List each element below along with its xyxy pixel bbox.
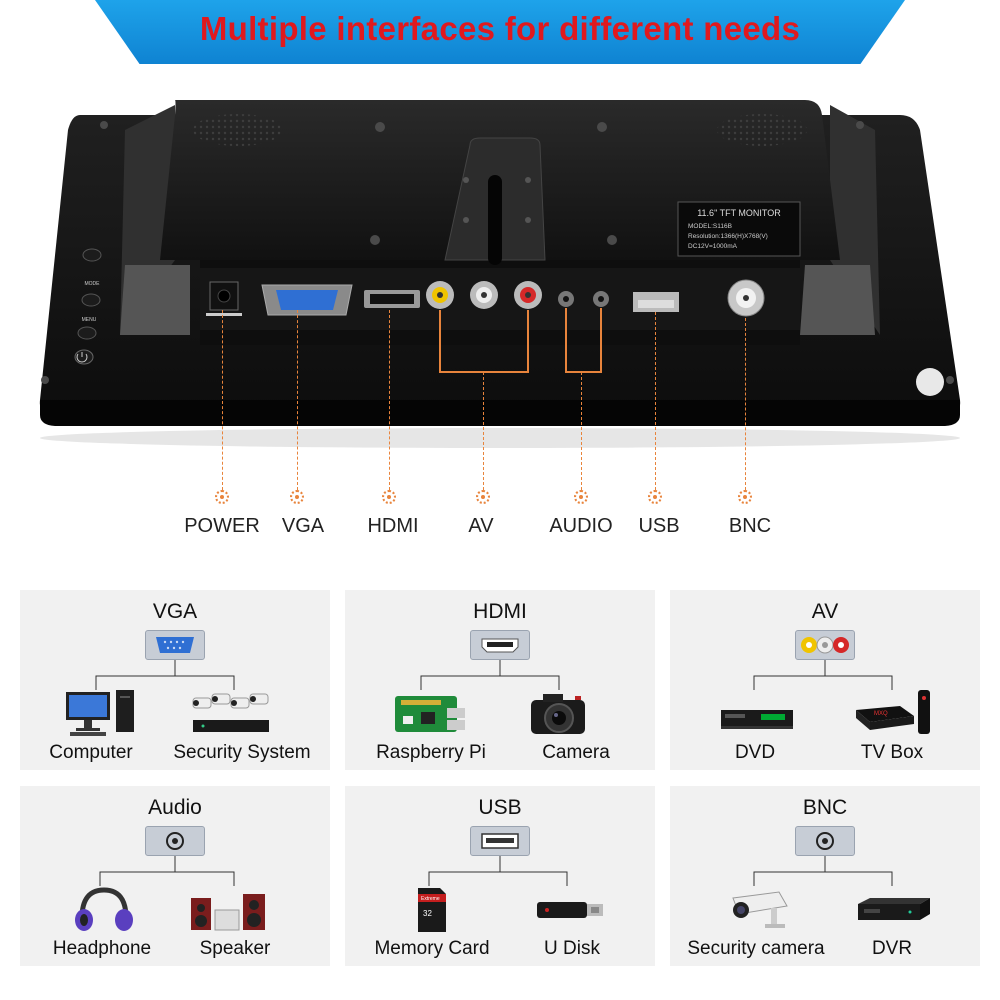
svg-text:Extreme: Extreme [421, 896, 440, 902]
leader-bnc [745, 318, 746, 490]
card-av: AV MXQ DVD TV Box [670, 590, 980, 770]
speaker-icon [185, 884, 275, 934]
banner [95, 0, 905, 64]
leader-dot-usb [648, 490, 662, 504]
mode-button-label: MODE [85, 281, 101, 287]
svg-text:32: 32 [423, 909, 432, 918]
port-label-power: POWER [184, 515, 260, 537]
port-label-audio: AUDIO [549, 515, 613, 537]
security-camera-icon [715, 884, 805, 934]
leader-audio [581, 372, 582, 490]
menu-button-label: MENU [82, 317, 97, 323]
leader-power [222, 310, 223, 490]
card-title: VGA [152, 600, 198, 623]
bnc-port-icon [795, 826, 855, 856]
label-line3: Resolution:1366(H)X768(V) [688, 233, 768, 240]
leader-av [483, 372, 484, 490]
banner-title: Multiple interfaces for different needs [199, 10, 801, 47]
device-label: U Disk [544, 938, 600, 959]
port-label-usb: USB [638, 515, 680, 537]
headphone-icon [60, 884, 150, 934]
monitor-back-image: 11.6" TFT MONITOR MODEL:S116B Resolution… [0, 70, 1000, 450]
label-line4: DC12V=1000mA [688, 243, 738, 250]
card-title: HDMI [473, 600, 527, 623]
leader-dot-hdmi [382, 490, 396, 504]
leader-dot-av [476, 490, 490, 504]
port-label-vga: VGA [281, 515, 325, 537]
svg-text:MXQ: MXQ [874, 711, 888, 717]
usb-port-icon [470, 826, 530, 856]
leader-hdmi [389, 310, 390, 490]
dvr-icon [850, 884, 940, 934]
card-audio: Audio Headphone Speaker [20, 786, 330, 966]
computer-icon [60, 688, 150, 738]
card-usb: USB Extreme 32 Memory Card U Disk [345, 786, 655, 966]
av-port-icon [795, 630, 855, 660]
label-line1: 11.6" TFT MONITOR [697, 208, 781, 218]
device-label: Raspberry Pi [376, 742, 486, 763]
device-label: Speaker [199, 938, 271, 959]
device-label: Memory Card [374, 938, 490, 959]
leader-dot-audio [574, 490, 588, 504]
card-bnc: BNC Security camera DVR [670, 786, 980, 966]
card-hdmi: HDMI Raspberry Pi Camera [345, 590, 655, 770]
label-line2: MODEL:S116B [688, 223, 732, 230]
security-system-icon [185, 688, 275, 738]
hdmi-port-icon [470, 630, 530, 660]
card-title: BNC [802, 796, 848, 819]
port-label-hdmi: HDMI [367, 515, 419, 537]
memory-card-icon: Extreme 32 [390, 884, 480, 934]
device-label: DVR [871, 938, 913, 959]
raspberry-pi-icon [385, 688, 475, 738]
camera-icon [517, 688, 607, 738]
device-label: Security System [173, 742, 311, 763]
port-label-av: AV [468, 515, 494, 537]
usb-disk-icon [527, 884, 617, 934]
vga-port-icon [145, 630, 205, 660]
tv-box-icon: MXQ [850, 688, 940, 738]
leader-vga [297, 310, 298, 490]
device-label: Headphone [52, 938, 152, 959]
device-label: Computer [49, 742, 133, 763]
leader-dot-bnc [738, 490, 752, 504]
port-label-bnc: BNC [728, 515, 772, 537]
leader-dot-power [215, 490, 229, 504]
device-label: TV Box [860, 742, 924, 763]
card-vga: VGA Computer Security System [20, 590, 330, 770]
audio-port-icon [145, 826, 205, 856]
device-label: Camera [542, 742, 610, 763]
card-title: AV [811, 600, 839, 623]
device-label: DVD [734, 742, 776, 763]
dvd-player-icon [715, 688, 805, 738]
leader-usb [655, 312, 656, 490]
leader-dot-vga [290, 490, 304, 504]
card-title: USB [478, 796, 522, 819]
card-title: Audio [148, 796, 202, 819]
device-label: Security camera [687, 938, 825, 959]
